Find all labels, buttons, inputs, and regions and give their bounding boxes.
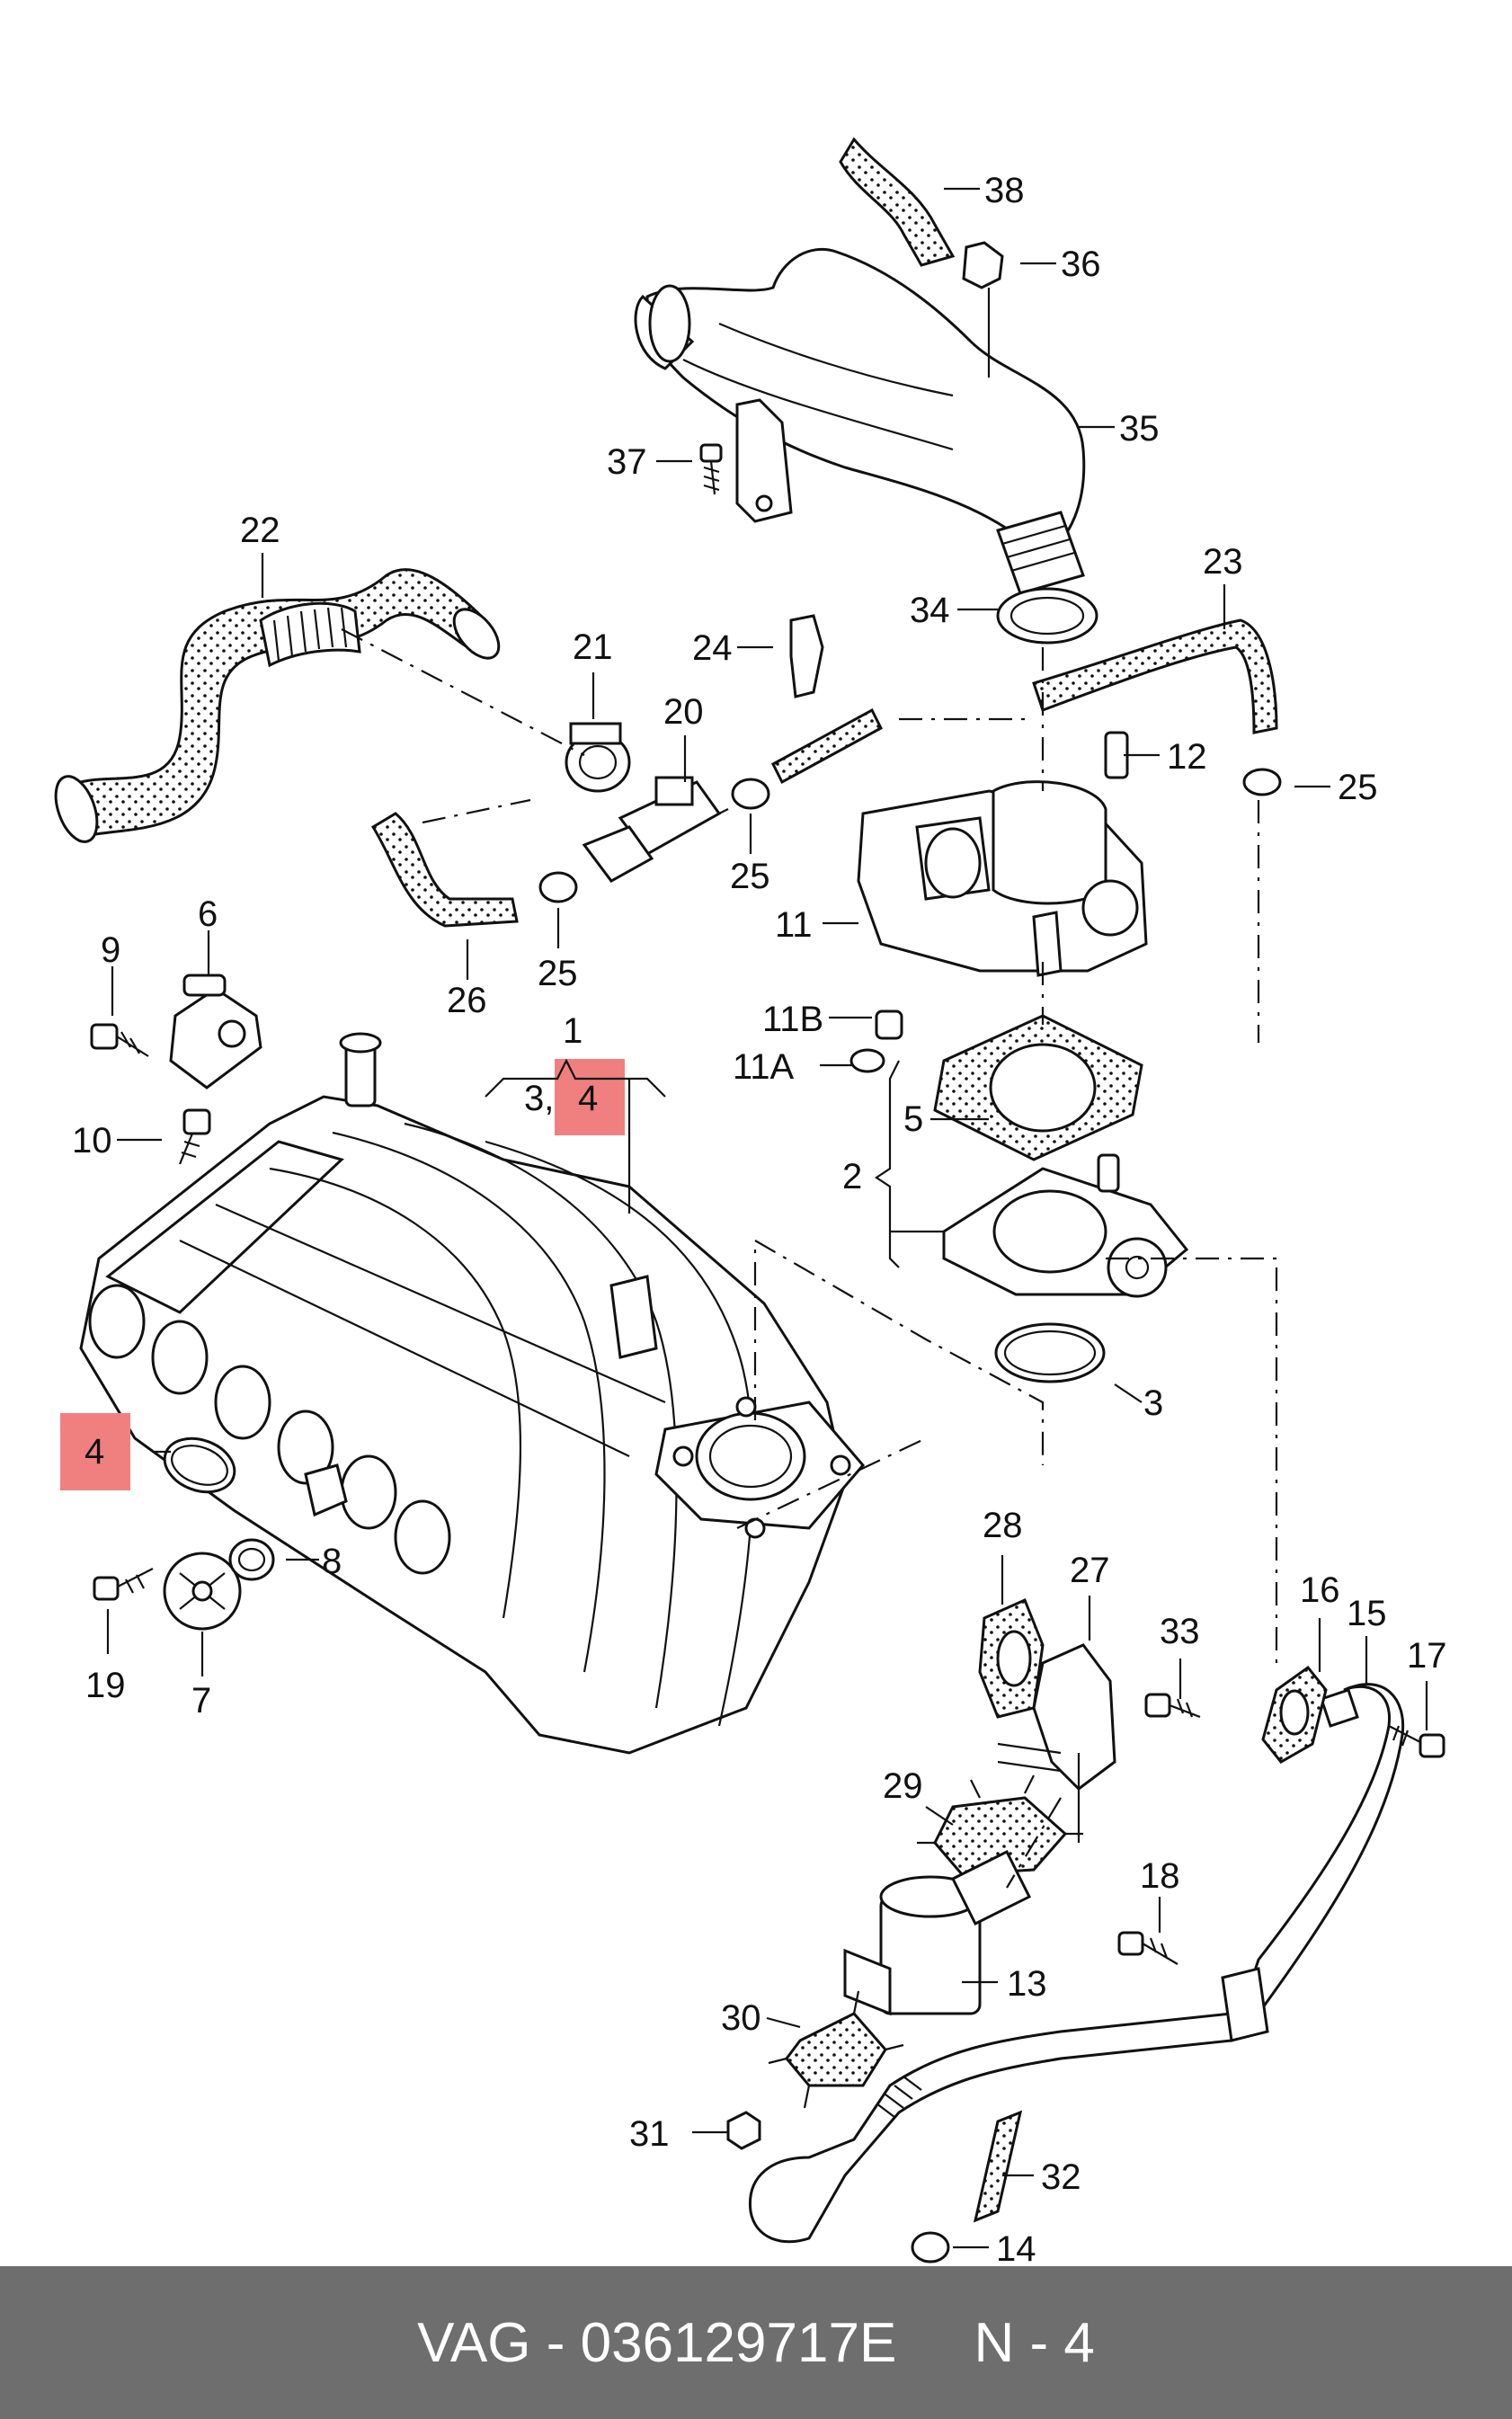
callout-13: 13 [1007,1964,1047,2004]
o-ring-4-left [163,1436,236,1494]
callout-25-right: 25 [1338,768,1378,807]
callout-6: 6 [198,894,218,934]
bolt-33 [1144,1693,1201,1719]
callout-17: 17 [1407,1636,1447,1676]
clip-24 [789,614,824,698]
callout-33: 33 [1160,1612,1200,1651]
callout-8: 8 [322,1542,342,1581]
air-intake-pipe-35 [634,247,1086,595]
flap-7 [163,1552,242,1631]
leader-lines [106,187,1428,2249]
callout-3-right: 3 [1143,1383,1163,1423]
callout-36: 36 [1061,245,1101,284]
callout-18: 18 [1140,1856,1180,1896]
callout-11: 11 [775,905,813,945]
o-ring-3-right [994,1322,1106,1383]
callout-21: 21 [573,627,613,667]
callout-labels: 38 36 35 37 22 34 23 21 24 20 12 25 25 2… [72,171,1447,2266]
callout-4-left: 4 [84,1432,104,1472]
callout-28: 28 [983,1506,1023,1545]
callout-10: 10 [72,1121,112,1161]
hose-22 [54,568,501,843]
intake-manifold-1 [79,1032,865,1755]
callout-31: 31 [629,2114,670,2154]
callout-14: 14 [996,2229,1036,2266]
callout-27: 27 [1070,1551,1110,1590]
callout-19: 19 [85,1666,126,1705]
gasket-30 [768,1990,904,2109]
seal-11a [849,1048,885,1073]
callout-4-top: 4 [578,1079,598,1118]
parts-diagram: 38 36 35 37 22 34 23 21 24 20 12 25 25 2… [54,137,1447,2266]
callout-35: 35 [1119,409,1160,449]
bolt-19 [93,1568,154,1601]
egr-valve-13 [843,1849,1032,2016]
callout-23: 23 [1203,542,1243,582]
hose-26 [370,812,519,928]
throttle-housing-11 [857,731,1148,977]
hose-23 [771,618,1278,785]
callout-1: 1 [563,1011,583,1051]
gasket-28 [978,1597,1045,1719]
callout-25-left: 25 [538,954,578,993]
clip-21 [565,722,631,793]
callout-32: 32 [1041,2157,1081,2197]
bolt-9 [90,1023,149,1057]
spacer [896,2311,974,2375]
position-label: N - 4 [974,2311,1095,2374]
callout-22: 22 [240,511,280,550]
cap-14 [911,2231,950,2263]
callout-11b: 11B [762,1000,823,1039]
callout-11a: 11A [733,1047,795,1087]
cap-36 [962,241,1004,378]
callout-20: 20 [663,692,704,732]
gasket-29 [917,1774,1083,1876]
flange-2 [942,1153,1189,1298]
hose-32 [973,2110,1023,2223]
callout-5: 5 [903,1099,923,1139]
highlight-box-left [60,1413,130,1490]
valve-20 [582,776,729,883]
callout-34: 34 [910,591,950,630]
clamp-25-small [538,768,1282,903]
clamp-34 [996,587,1098,645]
screw-37 [699,443,723,495]
callout-12: 12 [1167,737,1207,777]
bracket-6 [169,974,262,1089]
callout-24: 24 [692,628,733,668]
callout-15: 15 [1347,1594,1387,1633]
bolt-17 [1388,1725,1445,1758]
callout-2: 2 [842,1157,862,1196]
callout-30: 30 [721,1998,761,2038]
brand-label: VAG [417,2311,531,2374]
callout-25-center: 25 [730,857,770,896]
callout-9: 9 [101,930,120,970]
bolt-18 [1117,1931,1178,1965]
sensor-11b [875,1009,903,1040]
egr-flange-27 [997,1643,1116,1843]
callout-16: 16 [1300,1570,1340,1610]
callout-3-top: 3, [524,1079,554,1118]
callout-38: 38 [984,171,1025,210]
bolt-10 [178,1108,211,1165]
highlight-box-top [555,1059,625,1135]
callout-37: 37 [607,442,647,482]
egr-pipe-15 [748,1683,1405,2244]
gasket-16 [1261,1665,1328,1764]
part-info-footer: VAG - 036129717E N - 4 [0,2266,1512,2419]
part-number: 036129717E [580,2311,897,2374]
bracket-37 [735,398,793,523]
sensor-on-manifold [304,1463,348,1517]
breather-hose-38 [839,137,956,267]
cap-8 [228,1538,275,1581]
callout-26: 26 [447,981,487,1020]
nut-31 [726,2111,761,2150]
callout-7: 7 [191,1681,211,1721]
separator: - [530,2311,581,2374]
callout-29: 29 [883,1766,923,1806]
gasket-5 [933,1014,1143,1161]
